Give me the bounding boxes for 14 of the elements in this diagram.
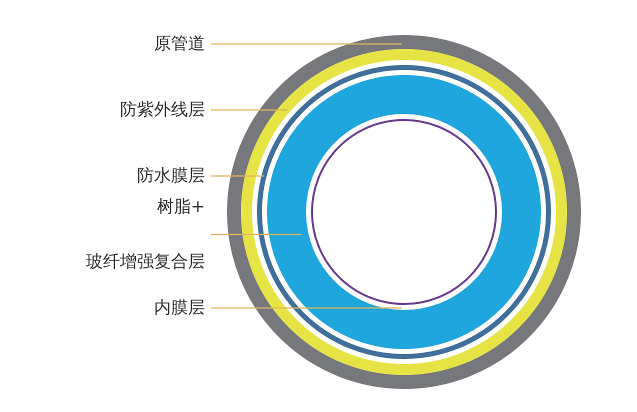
leader-line (211, 43, 402, 45)
layer-label: 树脂+ (156, 196, 205, 218)
pipe-wall-ring (227, 35, 581, 389)
leader-line (211, 234, 302, 236)
leader-line (211, 307, 402, 309)
leader-line (211, 109, 288, 111)
layer-label: 内膜层 (154, 297, 205, 319)
inner-membrane-ring (311, 119, 497, 305)
layer-label: 防紫外线层 (120, 99, 205, 121)
layer-label: 防水膜层 (137, 165, 205, 187)
uv-layer-ring (241, 49, 567, 375)
leader-line (211, 175, 264, 177)
layer-label: 玻纤增强复合层 (86, 251, 205, 273)
layer-label: 原管道 (154, 33, 205, 55)
